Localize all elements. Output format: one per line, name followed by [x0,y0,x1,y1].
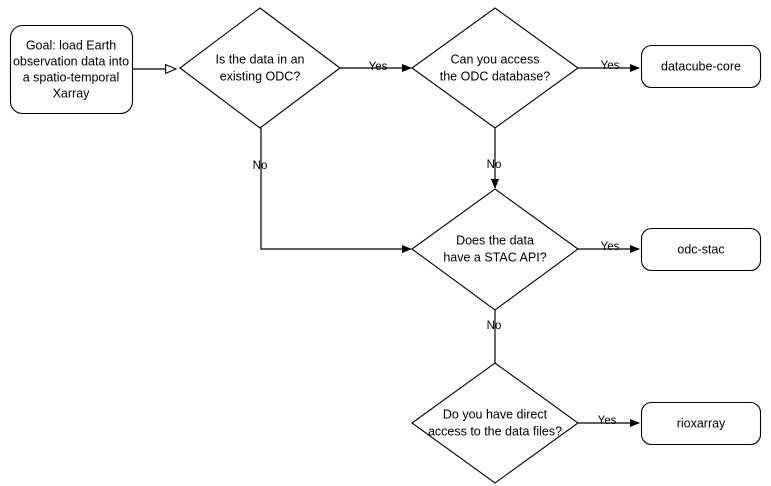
edge-is-data-in-odc-yes: Yes [340,61,412,73]
node-text-line: rioxarray [677,416,726,430]
node-text-line: odc-stac [677,242,724,256]
edge-line [260,128,412,253]
node-text-line: have a STAC API? [443,250,546,264]
edge-label-yes: Yes [601,241,620,253]
node-shape [640,44,762,89]
node-text-line: Do you have direct [443,407,548,421]
node-text-line: access to the data files? [428,424,562,438]
node-text-line: datacube-core [661,59,741,73]
node-text-line: Does the data [456,233,534,247]
edge-can-access-odc-no: No [487,128,502,189]
node-shape [640,227,762,272]
edge-label-no: No [487,320,502,332]
node-does-data-have-stac-api[interactable]: Does the data have a STAC API? [411,188,579,311]
edge-has-stac-api-yes: Yes [578,241,640,253]
node-is-data-in-existing-odc[interactable]: Is the data in an existing ODC? [179,7,341,129]
node-text-line: Goal: load Earth [26,38,116,52]
node-output-odc-stac[interactable]: odc-stac [640,227,762,272]
edge-has-stac-api-no: No [487,310,502,363]
node-can-you-access-odc-database[interactable]: Can you access the ODC database? [411,7,579,129]
node-text-line: Xarray [53,86,91,100]
node-shape [411,362,579,484]
node-text-line: Is the data in an [216,52,305,66]
node-text-line: Can you access [451,52,540,66]
node-output-rioxarray[interactable]: rioxarray [640,401,762,446]
edge-label-no: No [253,160,268,172]
node-text-line: a spatio-temporal [23,70,120,84]
edge-can-access-odc-yes: Yes [578,60,640,72]
node-shape [411,188,579,311]
node-goal[interactable]: Goal: load Earth observation data into a… [9,24,134,115]
node-shape [9,24,134,115]
edge-is-data-in-odc-no: No [253,128,412,253]
node-text-line: the ODC database? [440,69,551,83]
node-shape [640,401,762,446]
node-text-line: observation data into [13,54,129,68]
edge-label-yes: Yes [598,415,617,427]
edge-direct-file-access-yes: Yes [578,415,640,427]
node-text-line: existing ODC? [220,69,301,83]
edge-label-yes: Yes [369,61,388,73]
node-do-you-have-direct-file-access[interactable]: Do you have direct access to the data fi… [411,362,579,484]
edge-label-no: No [487,159,502,171]
node-shape [411,7,579,129]
node-output-datacube-core[interactable]: datacube-core [640,44,762,89]
node-shape [179,7,341,129]
edge-label-yes: Yes [601,60,620,72]
